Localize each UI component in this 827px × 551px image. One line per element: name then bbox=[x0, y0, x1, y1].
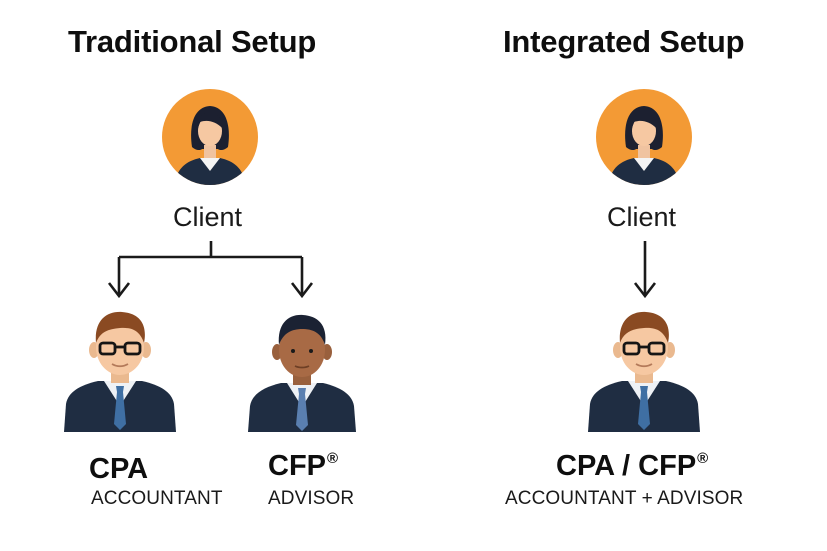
cpa-cfp-role-description: ACCOUNTANT + ADVISOR bbox=[505, 488, 744, 509]
registered-mark: ® bbox=[327, 450, 339, 467]
traditional-setup-title: Traditional Setup bbox=[68, 24, 317, 59]
arrow-head-cpa-cfp bbox=[633, 282, 657, 299]
man-avatar-icon bbox=[248, 314, 356, 432]
client-label: Client bbox=[173, 202, 243, 232]
arrow-head-cfp bbox=[290, 282, 314, 299]
cpa-cfp-role-name: CPA / CFP® bbox=[556, 450, 708, 483]
arrow-head-cpa bbox=[107, 282, 131, 299]
cfp-role-text: CFP bbox=[268, 450, 326, 482]
cpa-cfp-role-text: CPA / CFP bbox=[556, 450, 697, 482]
client-label: Client bbox=[607, 202, 677, 232]
cpa-role-name: CPA bbox=[89, 453, 149, 486]
cpa-role-description: ACCOUNTANT bbox=[91, 488, 223, 509]
registered-mark: ® bbox=[697, 450, 709, 467]
cfp-role-description: ADVISOR bbox=[268, 488, 355, 509]
man-with-glasses-avatar-icon bbox=[588, 311, 700, 432]
woman-avatar-icon bbox=[162, 89, 258, 185]
cfp-role-name: CFP® bbox=[268, 450, 338, 483]
integrated-setup-title: Integrated Setup bbox=[503, 24, 745, 59]
cpa-role-text: CPA bbox=[89, 453, 149, 485]
woman-avatar-icon bbox=[596, 89, 692, 185]
man-with-glasses-avatar-icon bbox=[64, 311, 176, 432]
